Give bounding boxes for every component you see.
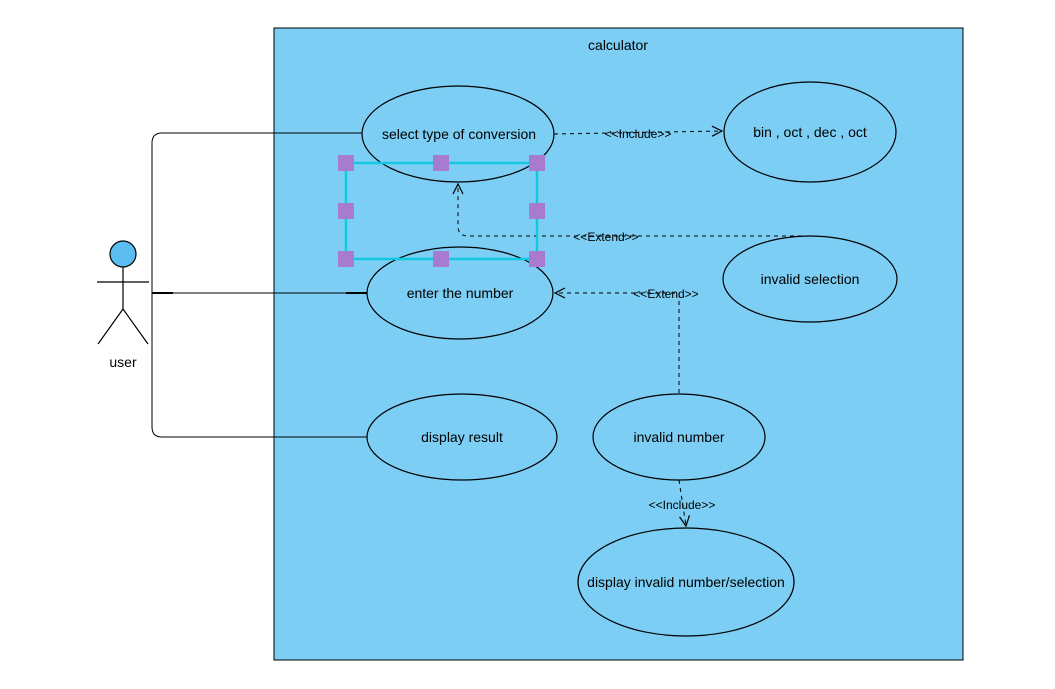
actor-user[interactable]: user (97, 240, 149, 370)
use-case-display-result[interactable]: display result (366, 393, 558, 481)
resize-handle-bottom-center[interactable] (433, 251, 449, 267)
use-case-label: display result (421, 429, 503, 445)
association-display-result[interactable] (151, 293, 368, 438)
include-label-display-invalid: <<Include>> (649, 498, 716, 512)
actor-right-leg (122, 308, 149, 345)
resize-handle-top-center[interactable] (433, 155, 449, 171)
use-case-shape (577, 527, 795, 637)
extend-label-invalid-selection: <<Extend>> (573, 230, 638, 244)
selection-frame[interactable] (338, 155, 545, 267)
use-case-label: select type of conversion (382, 126, 536, 142)
actor-label: user (109, 354, 137, 370)
use-case-shape (366, 246, 554, 340)
use-case-label: display invalid number/selection (587, 574, 785, 590)
use-case-invalid-selection[interactable]: invalid selection (722, 235, 898, 323)
use-case-label: enter the number (407, 285, 514, 301)
use-case-label: invalid number (633, 429, 724, 445)
actor-head (109, 240, 137, 268)
association-select-conversion[interactable] (151, 132, 362, 293)
resize-handle-top-left[interactable] (338, 155, 354, 171)
use-case-label: bin , oct , dec , oct (753, 124, 867, 140)
use-case-select-conversion[interactable]: select type of conversion (361, 85, 555, 183)
resize-handle-middle-left[interactable] (338, 203, 354, 219)
extend-label-invalid-number: <<Extend>> (633, 287, 698, 301)
resize-handle-bottom-left[interactable] (338, 251, 354, 267)
resize-handle-top-right[interactable] (529, 155, 545, 171)
use-case-shape (366, 393, 558, 481)
extend-edge-invalid-number[interactable] (555, 293, 680, 393)
include-label-bases: <<Include>> (605, 127, 672, 141)
system-title: calculator (588, 37, 648, 53)
resize-handle-bottom-right[interactable] (529, 251, 545, 267)
resize-handle-middle-right[interactable] (529, 203, 545, 219)
actor-left-leg (97, 308, 124, 345)
use-case-label: invalid selection (761, 271, 860, 287)
use-case-display-invalid[interactable]: display invalid number/selection (577, 527, 795, 637)
use-case-shape (723, 81, 897, 183)
use-case-invalid-number[interactable]: invalid number (592, 393, 766, 481)
use-case-bases[interactable]: bin , oct , dec , oct (723, 81, 897, 183)
use-case-enter-number[interactable]: enter the number (366, 246, 554, 340)
